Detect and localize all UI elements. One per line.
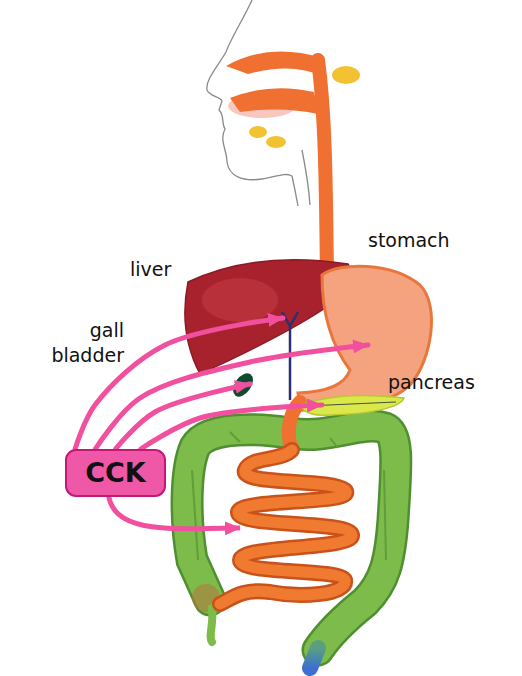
large-intestine — [187, 426, 396, 650]
hormone-box: CCK — [65, 449, 166, 497]
salivary-gland — [266, 136, 286, 148]
large-intestine-outline — [187, 426, 396, 650]
hormone-label: CCK — [85, 457, 146, 489]
organ-label: pancreas — [388, 370, 475, 395]
organ-region: gall bladder — [250, 374, 264, 394]
hormone-arrow — [108, 492, 240, 529]
organ-region: liver — [283, 300, 319, 336]
rectum — [310, 648, 318, 668]
salivary-gland — [332, 66, 360, 84]
hormone-arrow — [141, 405, 322, 449]
tongue — [230, 88, 318, 114]
salivary-gland — [249, 126, 267, 138]
appendix — [211, 608, 213, 642]
organ-label: gall bladder — [32, 318, 124, 368]
nasal-cavity — [226, 52, 322, 76]
organ-label: stomach — [368, 228, 450, 253]
liver-highlight — [202, 278, 278, 322]
hormone-arrow — [116, 384, 251, 449]
organ-label: liver — [130, 257, 171, 282]
organ-region: stomach — [368, 320, 428, 370]
neck-outline — [292, 176, 298, 206]
neck-outline — [302, 150, 310, 205]
oesophagus — [318, 60, 327, 278]
organ-region: pancreas — [322, 395, 392, 415]
